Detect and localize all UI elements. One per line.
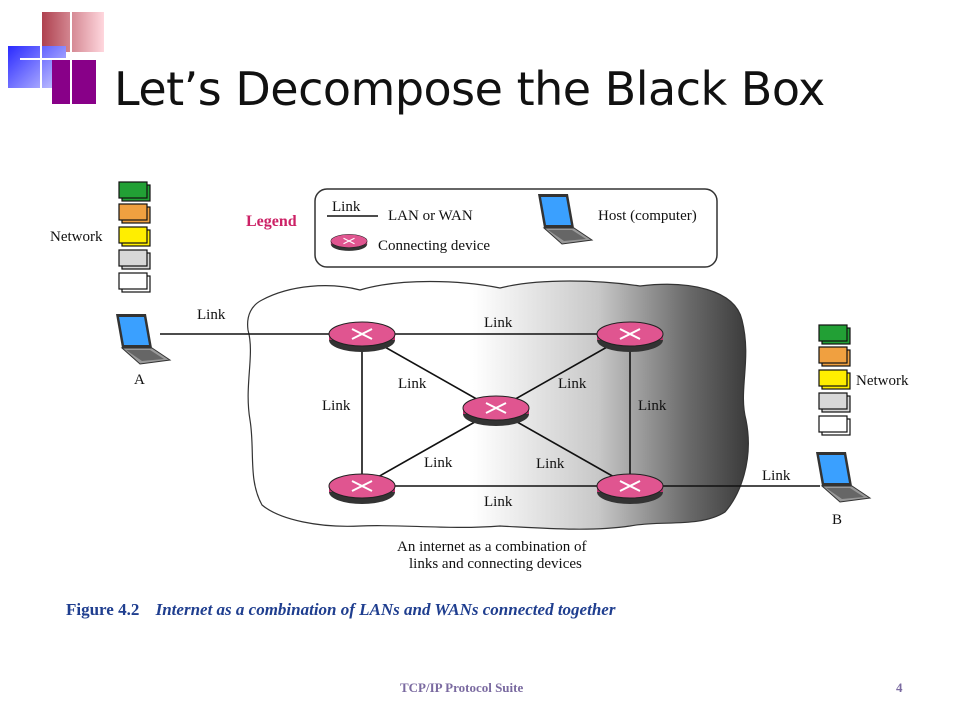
link-label-tr-center: Link: [558, 376, 587, 392]
legend-router-icon: [330, 233, 368, 252]
router-bottom-right: [596, 473, 664, 505]
router-bottom-left: [328, 473, 396, 505]
link-label-left: Link: [322, 398, 351, 414]
link-label-right: Link: [638, 398, 667, 414]
host-b-label: B: [832, 512, 842, 528]
legend-lan-wan: LAN or WAN: [388, 208, 473, 224]
link-label-b: Link: [762, 468, 791, 484]
network-stack-b: [818, 324, 851, 436]
cloud-caption-line1: An internet as a combination of: [397, 539, 587, 555]
router-top-left: [328, 321, 396, 353]
host-a-label: A: [134, 372, 145, 388]
page-number: 4: [896, 680, 903, 695]
legend-link-sample: Link: [332, 199, 361, 215]
router-center: [462, 395, 530, 427]
legend-heading: Legend: [246, 213, 297, 230]
link-label-top: Link: [484, 315, 513, 331]
link-label-a: Link: [197, 307, 226, 323]
legend-host: Host (computer): [598, 208, 697, 224]
links: [160, 333, 820, 487]
router-top-right: [596, 321, 664, 353]
network-stack-a: [118, 181, 151, 293]
cloud-caption-line2: links and connecting devices: [409, 556, 582, 572]
link-label-bottom: Link: [484, 494, 513, 510]
host-b-laptop-icon: [815, 451, 871, 503]
slide-title: Let’s Decompose the Black Box: [114, 62, 825, 116]
legend-box: Legend Link LAN or WAN Connecting device…: [246, 188, 718, 268]
network-label-a: Network: [50, 229, 103, 245]
figure-caption-text: Internet as a combination of LANs and WA…: [155, 600, 616, 619]
legend-connecting-device: Connecting device: [378, 238, 490, 254]
figure-caption: Figure 4.2 Internet as a combination of …: [66, 600, 615, 620]
footer-text: TCP/IP Protocol Suite: [400, 680, 524, 695]
link-label-bl-center: Link: [424, 455, 453, 471]
network-label-b: Network: [856, 373, 909, 389]
figure-number: Figure 4.2: [66, 600, 140, 619]
link-label-br-center: Link: [536, 456, 565, 472]
corner-decoration: [0, 0, 110, 110]
host-a-laptop-icon: [115, 313, 171, 365]
link-label-tl-center: Link: [398, 376, 427, 392]
